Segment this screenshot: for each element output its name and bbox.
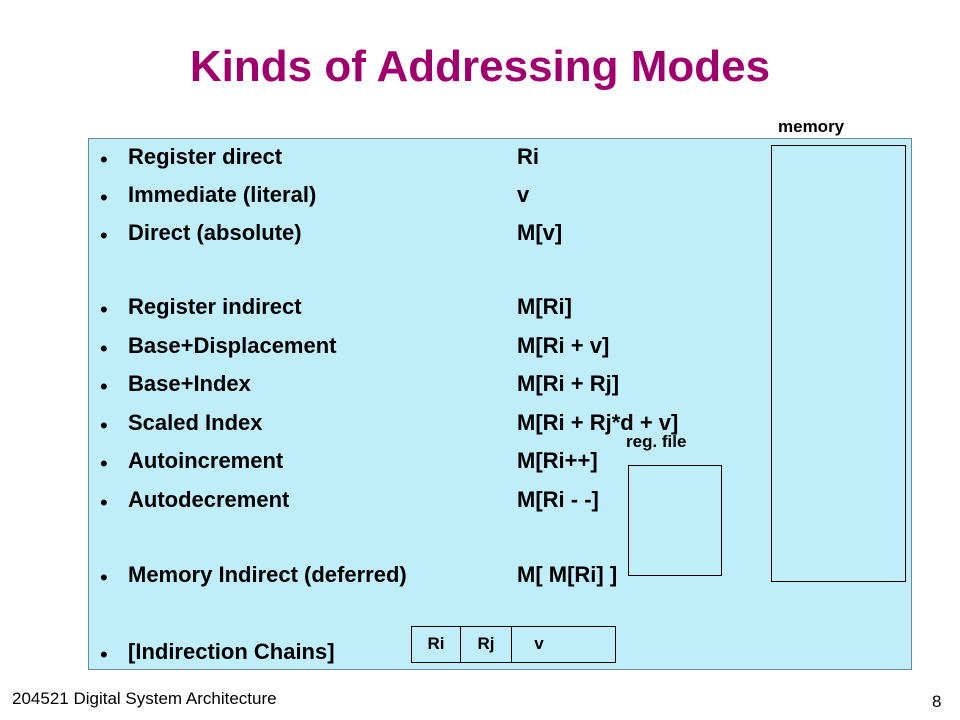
footer-course: 204521 Digital System Architecture (12, 689, 277, 708)
mode-immediate: Immediate (literal) (128, 182, 317, 207)
field-v: v (534, 634, 544, 653)
expr-base-displacement: M[Ri + v] (517, 333, 610, 358)
mode-register-direct: Register direct (128, 144, 283, 169)
field-divider (460, 626, 461, 663)
bullet: • (100, 565, 108, 590)
mode-base-displacement: Base+Displacement (128, 333, 337, 358)
memory-label: memory (778, 117, 845, 136)
mode-base-index: Base+Index (128, 371, 251, 396)
mode-direct: Direct (absolute) (128, 220, 302, 245)
expr-scaled-index: M[Ri + Rj*d + v] (517, 410, 679, 435)
page-number: 8 (932, 692, 942, 711)
bullet: • (100, 451, 108, 476)
bullet: • (100, 374, 108, 399)
bullet: • (100, 413, 108, 438)
expr-register-indirect: M[Ri] (517, 294, 572, 319)
expr-autoincrement: M[Ri++] (517, 448, 598, 473)
mode-autodecrement: Autodecrement (128, 487, 290, 512)
bullet: • (100, 147, 108, 172)
field-divider (511, 626, 512, 663)
bullet: • (100, 336, 108, 361)
expr-memory-indirect: M[ M[Ri] ] (517, 562, 618, 587)
mode-autoincrement: Autoincrement (128, 448, 284, 473)
expr-immediate: v (517, 182, 530, 207)
regfile-box (628, 465, 722, 576)
bullet: • (100, 642, 108, 667)
regfile-label: reg. file (626, 432, 687, 451)
expr-base-index: M[Ri + Rj] (517, 371, 620, 396)
bullet: • (100, 297, 108, 322)
field-rj: Rj (477, 634, 495, 653)
mode-indirection-chains: [Indirection Chains] (128, 639, 335, 664)
expr-direct: M[v] (517, 220, 563, 245)
memory-box (771, 145, 906, 582)
expr-register-direct: Ri (517, 144, 539, 169)
field-ri: Ri (427, 634, 445, 653)
slide-title: Kinds of Addressing Modes (189, 42, 771, 91)
expr-autodecrement: M[Ri - -] (517, 487, 599, 512)
mode-register-indirect: Register indirect (128, 294, 302, 319)
mode-scaled-index: Scaled Index (128, 410, 263, 435)
mode-memory-indirect: Memory Indirect (deferred) (128, 562, 407, 587)
bullet: • (100, 490, 108, 515)
bullet: • (100, 223, 108, 248)
bullet: • (100, 185, 108, 210)
instruction-format (411, 626, 616, 663)
